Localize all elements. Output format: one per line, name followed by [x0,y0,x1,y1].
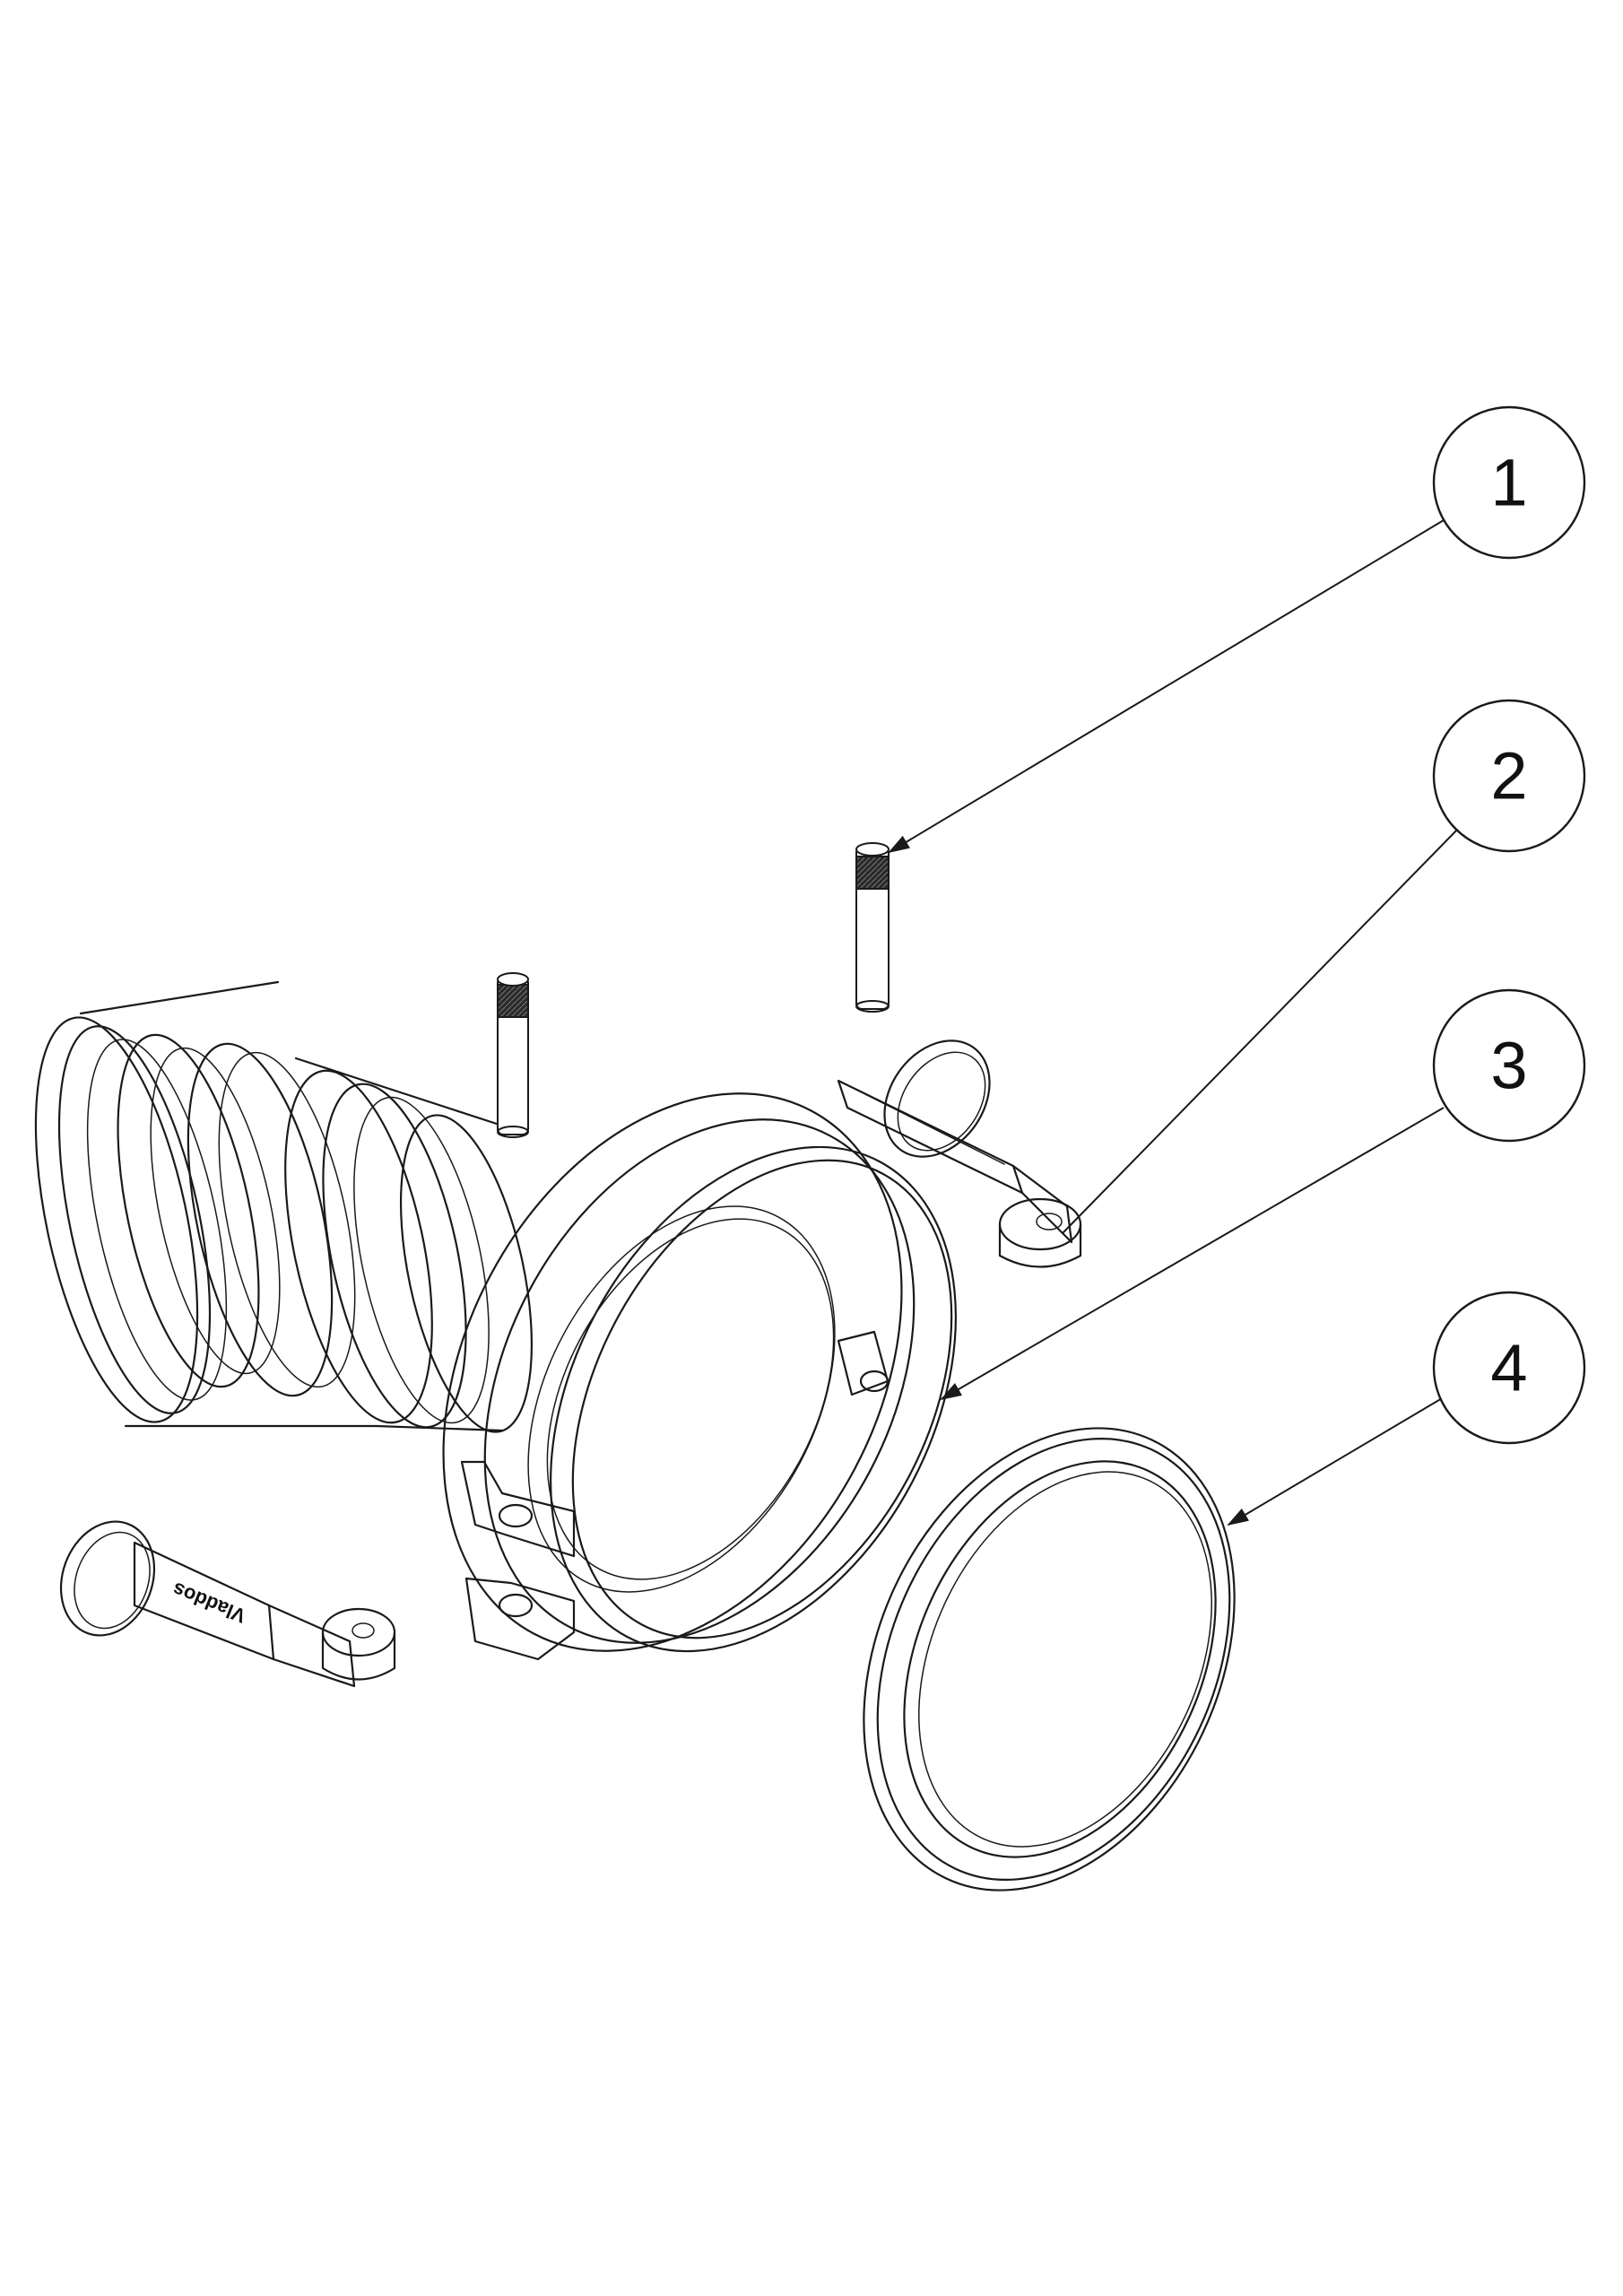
coupler-body-item-3 [442,1092,957,1661]
leader-line-2 [1062,824,1462,1234]
callout-1: 1 [1432,405,1586,560]
callout-3-number: 3 [1490,1029,1527,1103]
leader-line-4 [1227,1394,1449,1526]
callout-2: 2 [1432,699,1586,853]
leader-line-3 [940,1107,1445,1401]
cam-arm-left: Vladdos [59,1520,396,1688]
callout-4-number: 4 [1490,1331,1527,1405]
gasket-item-4 [863,1427,1236,1892]
callout-2-number: 2 [1490,739,1527,813]
callout-3: 3 [1432,988,1586,1143]
callout-1-number: 1 [1490,446,1527,520]
leader-lines [888,519,1462,1526]
brand-tag-text: Vladdos [169,1578,249,1627]
callout-4: 4 [1432,1291,1586,1445]
male-adapter [34,980,534,1433]
pin-left [497,972,529,1138]
pin-item-1 [855,842,890,1013]
leader-line-1 [888,519,1445,854]
cam-arm-item-2 [837,1039,1082,1268]
